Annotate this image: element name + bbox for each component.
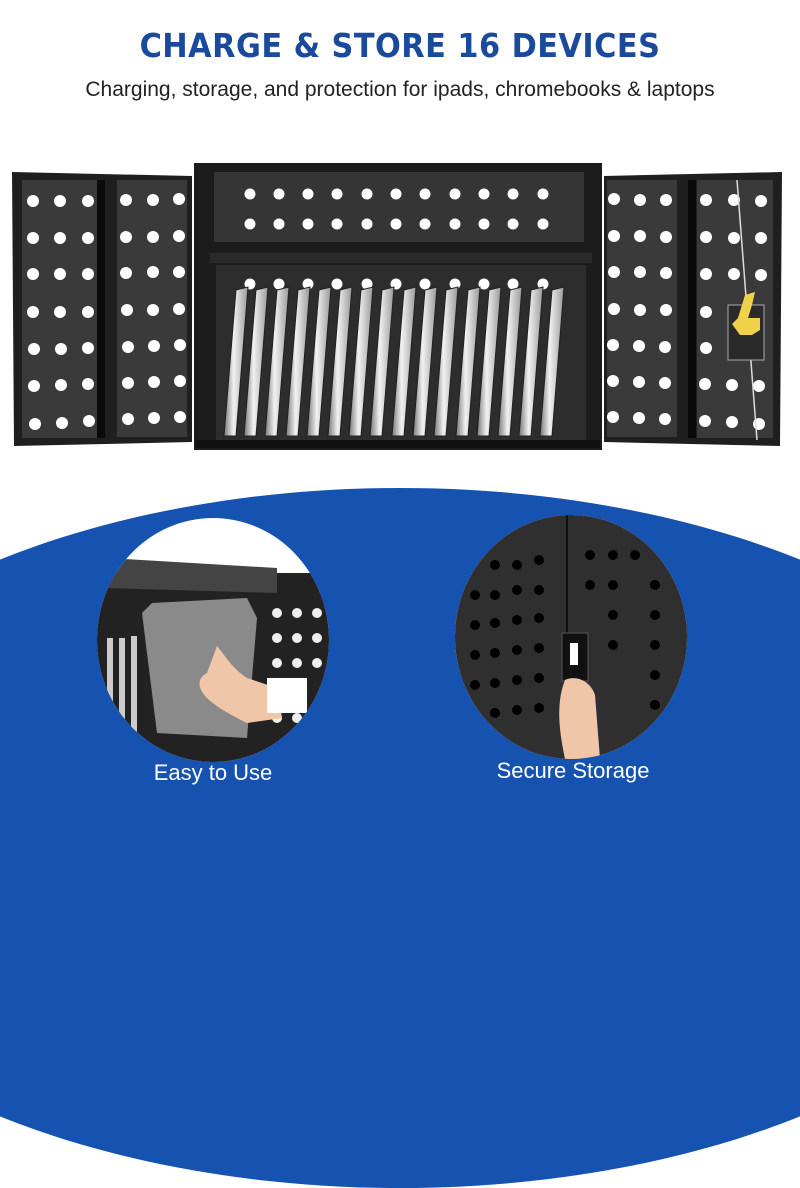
feature-label-secure-storage: Secure Storage [496,758,650,783]
right-door [604,172,782,446]
page-subtitle: Charging, storage, and protection for ip… [85,78,715,101]
cabinet-body [194,163,602,450]
page-title: CHARGE & STORE 16 DEVICES [139,26,661,65]
feature-image-easy-to-use [97,518,329,762]
feature-label-easy-to-use: Easy to Use [153,760,273,785]
left-door [12,172,192,446]
feature-image-secure-storage [455,515,687,759]
latch-icon [727,292,765,361]
tablets [223,286,565,437]
cabinet-image [12,163,782,450]
